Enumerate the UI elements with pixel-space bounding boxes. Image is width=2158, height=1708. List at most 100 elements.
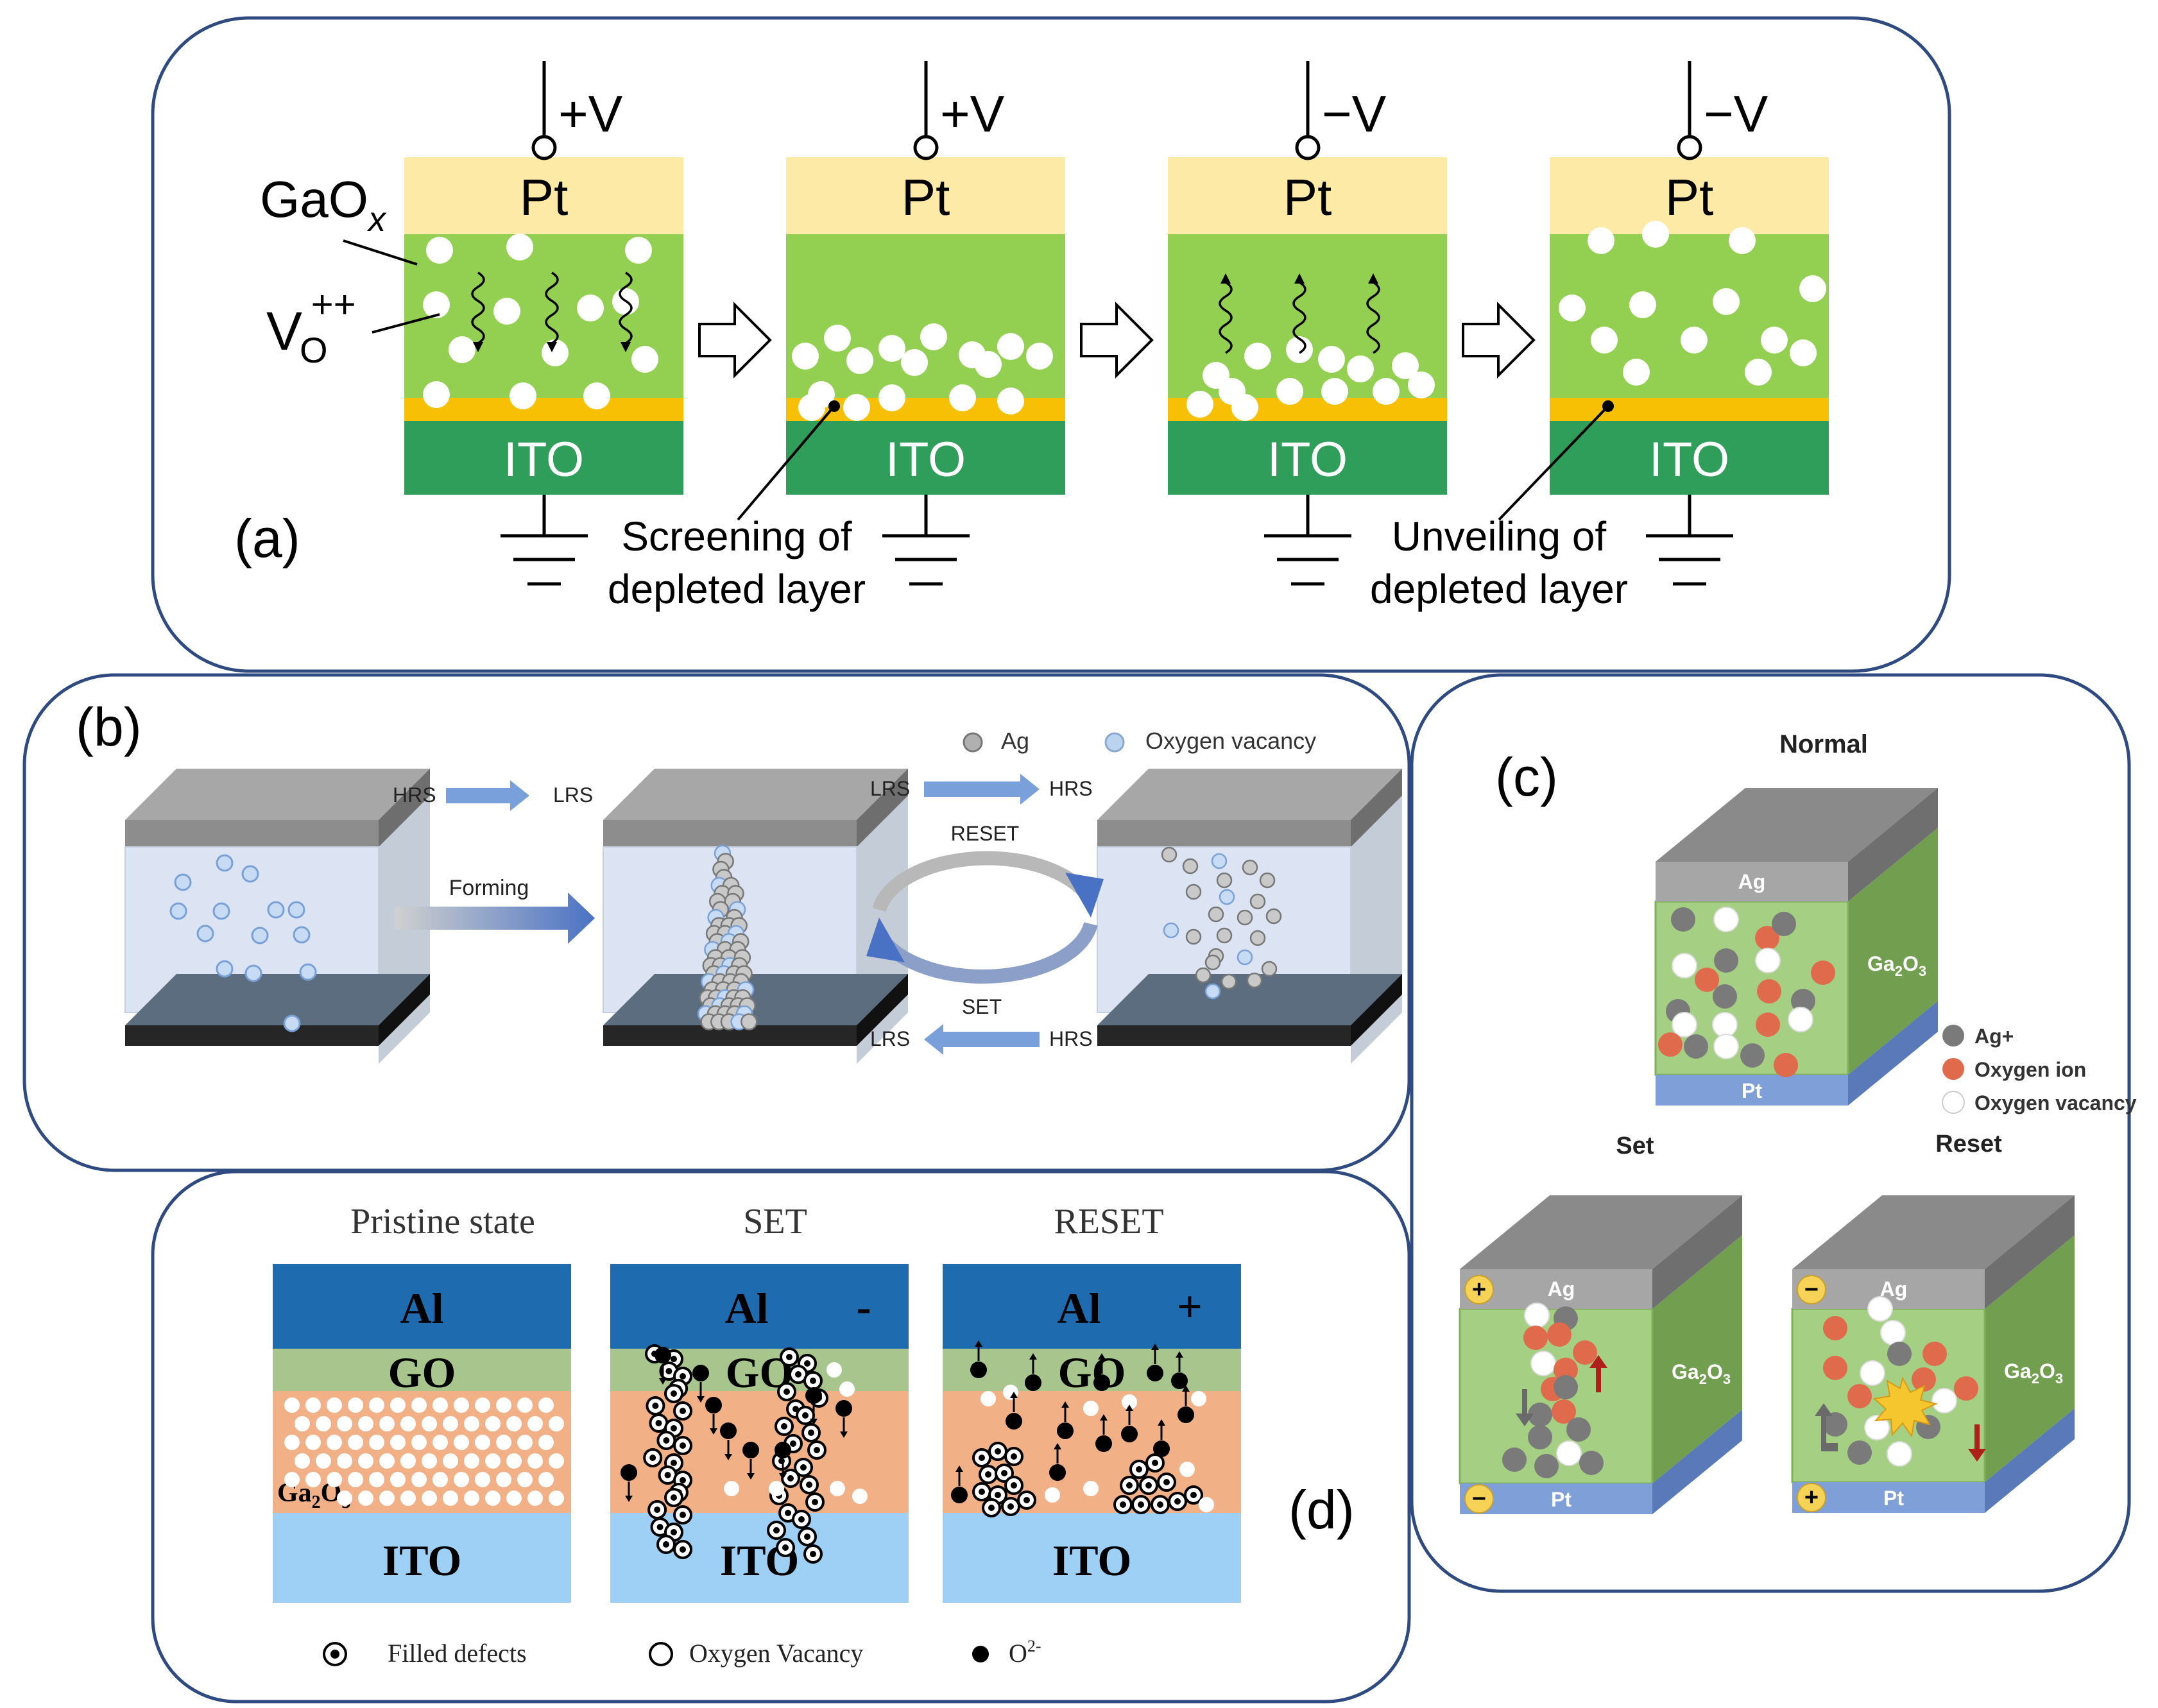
oxygen-vacancy	[454, 1472, 469, 1487]
pt-label: Pt	[1742, 1079, 1762, 1102]
oxygen-vacancy	[496, 1435, 511, 1450]
oxygen-vacancy	[538, 1397, 554, 1413]
oxygen-vacancy	[549, 1490, 564, 1506]
oxygen-ion	[1554, 1358, 1578, 1382]
oxygen-vacancy	[1083, 1481, 1099, 1496]
filled-defect-core	[665, 1368, 672, 1374]
vacancy	[493, 298, 520, 325]
pt-label: Pt	[1665, 169, 1714, 226]
d-title-set: SET	[743, 1202, 807, 1242]
filled-defect-core	[781, 1423, 787, 1430]
filled-defect-core	[1152, 1460, 1158, 1466]
top-electrode-top	[603, 769, 908, 820]
oxygen-vacancy	[400, 1416, 416, 1431]
filled-defect-core	[795, 1371, 801, 1378]
oxygen-vacancy	[464, 1416, 479, 1431]
bottom-electrode-top	[125, 974, 430, 1025]
filled-defect-core	[806, 1482, 812, 1488]
oxygen-vacancy	[454, 1397, 469, 1413]
ag-atom	[1249, 930, 1266, 946]
panel-d-tag: (d)	[1289, 1480, 1355, 1540]
oxygen-vacancy	[305, 1397, 321, 1413]
go-label: GO	[388, 1348, 456, 1397]
oxygen-vacancy	[316, 1453, 331, 1469]
c-legend-ag-marker	[1942, 1025, 1964, 1046]
panel-c-tag: (c)	[1495, 747, 1558, 807]
pt-side	[1848, 1001, 1938, 1106]
o2-ion	[1093, 1374, 1110, 1391]
ag-top	[1656, 788, 1938, 862]
set-arrow-down	[1516, 1389, 1534, 1426]
electron-path	[1219, 281, 1233, 354]
filled-defect-core	[1163, 1479, 1170, 1485]
filled-defect-core	[1011, 1482, 1017, 1489]
cube-lrs	[603, 769, 908, 1064]
oxygen-vacancy	[517, 1472, 533, 1487]
oxygen-vacancy	[1713, 1034, 1739, 1059]
o2-drift-head	[710, 1428, 717, 1435]
oxygen-vacancy	[422, 1490, 437, 1506]
filled-defect-core	[654, 1507, 661, 1513]
vacancy	[267, 901, 285, 919]
top-electrode-top	[125, 769, 430, 820]
vacancy	[1790, 339, 1817, 366]
bottom-electrode-side	[857, 974, 908, 1046]
filled-defect-core	[1145, 1482, 1152, 1489]
vacancy	[997, 388, 1024, 414]
oxygen-vacancy	[316, 1416, 331, 1431]
top-terminal	[531, 135, 557, 160]
panel-c: (c) Normal Set Reset AgPtGa2O3AgPtGa2O3+…	[1410, 673, 2137, 1593]
d-legend-o2-marker	[972, 1646, 989, 1662]
filled-defect-core	[798, 1516, 805, 1523]
filled-defect-core	[773, 1527, 780, 1533]
ag-atom	[1246, 972, 1263, 989]
ag-ion	[1823, 1412, 1847, 1437]
oxygen-vacancy	[379, 1453, 395, 1469]
vacancy	[251, 927, 269, 944]
set-arrow-up	[1589, 1355, 1607, 1392]
electron-path	[545, 271, 559, 345]
filled-defect-core	[1174, 1498, 1181, 1505]
oxygen-vacancy	[327, 1472, 342, 1487]
vacancy	[583, 382, 610, 409]
vacancy	[798, 394, 825, 421]
filled-defect-core	[680, 1477, 686, 1483]
ag-label: Ag	[1880, 1277, 1908, 1301]
polarity-top-sign: −	[1804, 1276, 1819, 1303]
o2-drift-head	[1098, 1353, 1106, 1360]
ag-ion	[1791, 989, 1815, 1013]
ag-atom	[1242, 859, 1258, 876]
vacancy	[244, 964, 262, 982]
vacancy	[1211, 853, 1228, 869]
panel-a-tag: (a)	[234, 508, 300, 568]
oxygen-vacancy	[826, 1362, 842, 1378]
d-legend-o2: O2-	[1009, 1637, 1041, 1668]
oxygen-vacancy	[295, 1453, 310, 1469]
o2-ion	[692, 1365, 709, 1381]
b-reset-label: RESET	[951, 822, 1020, 845]
vacancy	[174, 873, 192, 891]
oxygen-vacancy	[454, 1435, 469, 1450]
ag-ion	[1528, 1403, 1552, 1427]
ag-ion	[1887, 1342, 1912, 1366]
b-arrow-hrs-lrs-2	[924, 1024, 1040, 1055]
oxygen-vacancy	[464, 1453, 479, 1469]
polarity-bottom	[1464, 1484, 1494, 1514]
process-arrow-1	[698, 302, 772, 379]
vacancy	[824, 325, 851, 352]
vacancy	[1745, 359, 1772, 386]
vacancy	[1799, 275, 1826, 302]
vacancy	[1219, 889, 1235, 905]
vacancy	[975, 351, 1002, 378]
oxygen-vacancy	[400, 1490, 416, 1506]
vacancy	[1588, 227, 1614, 254]
electron-path	[471, 271, 485, 345]
c-title-set: Set	[1616, 1132, 1654, 1159]
oxygen-vacancy	[527, 1490, 543, 1506]
vacancy	[426, 237, 453, 264]
filled-defect-core	[1136, 1466, 1142, 1473]
al-label: Al	[400, 1284, 444, 1333]
vacancy	[878, 335, 905, 362]
